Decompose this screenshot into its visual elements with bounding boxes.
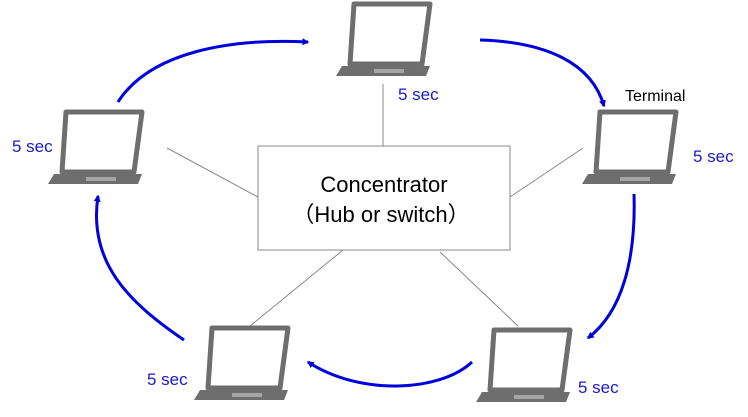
- arrow-left-to-top: [116, 38, 310, 103]
- concentrator-title: Concentrator: [320, 172, 447, 197]
- laptop-top: [336, 4, 430, 76]
- arrow-bottom-left-to-left: [93, 194, 185, 342]
- interval-label-bottom-right: 5 sec: [578, 378, 619, 397]
- interval-label-right: 5 sec: [693, 147, 734, 166]
- terminal-label: Terminal: [625, 88, 685, 105]
- interval-label-top: 5 sec: [398, 85, 439, 104]
- concentrator-box: Concentrator （Hub or switch）: [257, 145, 511, 251]
- arrow-bottom-right-to-bottom-left: [306, 360, 474, 388]
- connector-lines: [166, 84, 584, 327]
- laptop-bottom-left: [194, 328, 288, 400]
- laptop-right: [582, 112, 676, 184]
- connector-right: [509, 147, 584, 198]
- concentrator-subtitle: （Hub or switch）: [292, 202, 469, 227]
- laptop-left: [48, 112, 142, 184]
- arrow-top-to-right: [479, 38, 606, 108]
- connector-bottom-right: [439, 251, 519, 327]
- rotation-arrows: [93, 38, 636, 388]
- laptop-bottom-right: [476, 330, 570, 402]
- connector-left: [166, 147, 259, 198]
- interval-label-bottom-left: 5 sec: [147, 370, 188, 389]
- arrow-right-to-bottom-right: [586, 193, 636, 340]
- interval-label-left: 5 sec: [12, 137, 53, 156]
- connector-bottom-left: [249, 249, 344, 327]
